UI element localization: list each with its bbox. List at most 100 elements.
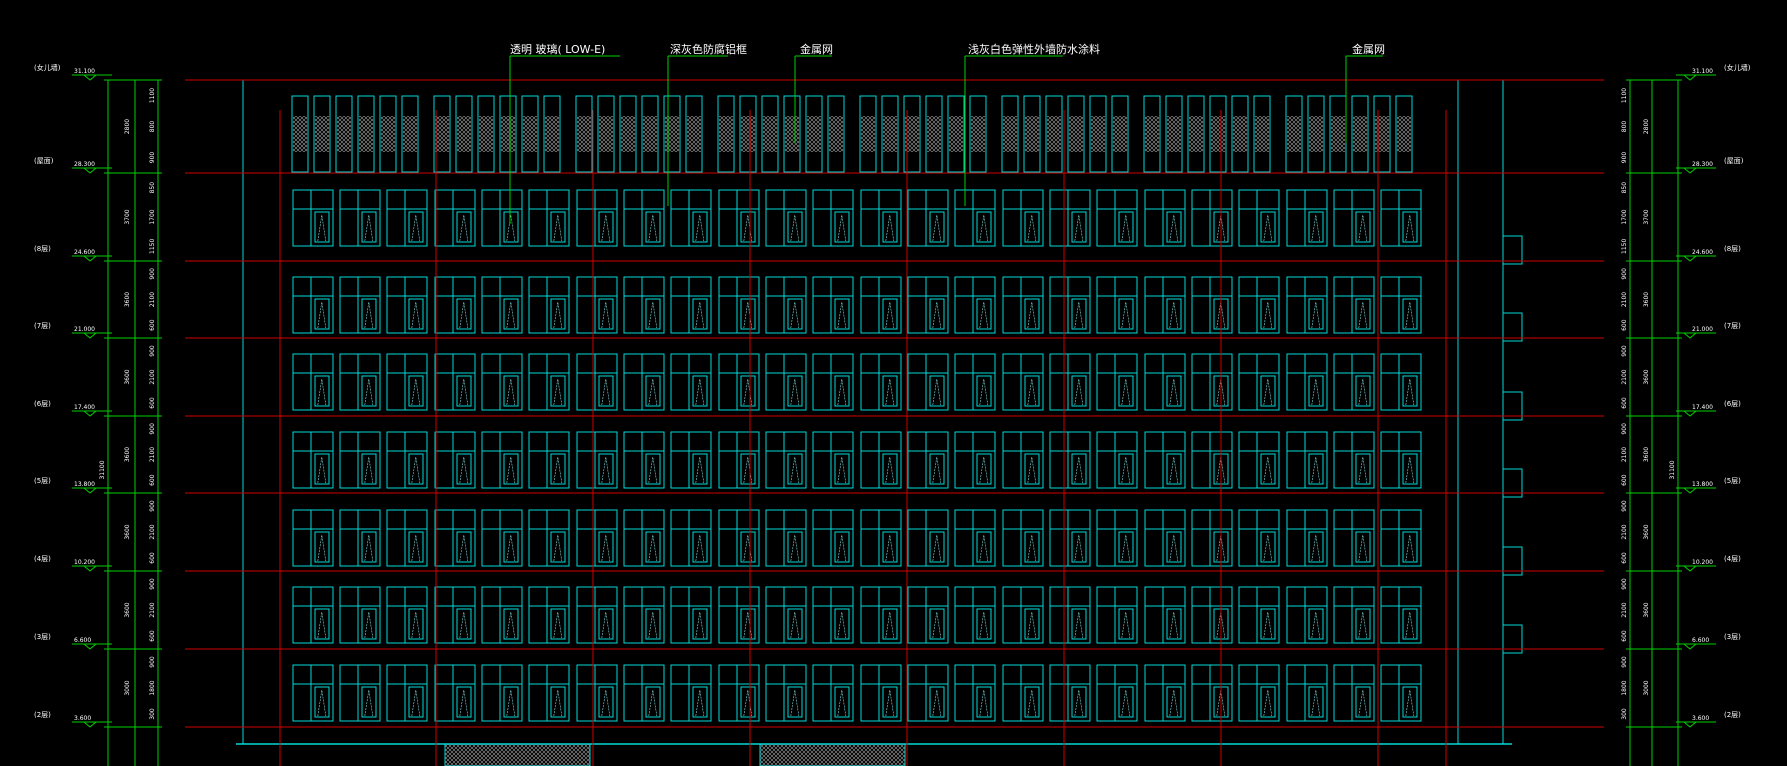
window-unit <box>386 586 428 644</box>
opening-indicator <box>932 214 942 242</box>
opening-indicator <box>932 301 942 329</box>
metal-mesh-panel <box>1287 116 1301 152</box>
window-unit <box>1238 431 1280 489</box>
window-unit <box>954 353 996 411</box>
opening-indicator <box>1169 456 1179 484</box>
opening-indicator <box>364 534 374 562</box>
opening-indicator <box>979 689 989 717</box>
window-sash <box>598 375 614 407</box>
metal-mesh-panel <box>829 116 843 152</box>
opening-indicator <box>1263 456 1273 484</box>
opening-indicator <box>1027 214 1037 242</box>
window-sash <box>882 298 898 330</box>
window-unit <box>292 276 334 334</box>
window-unit <box>907 276 949 334</box>
metal-mesh-panel <box>719 116 733 152</box>
window-unit <box>670 664 712 722</box>
window-unit <box>860 586 902 644</box>
metal-mesh-panel <box>1189 116 1203 152</box>
window-sash <box>408 375 424 407</box>
window-sash <box>598 453 614 485</box>
window-unit <box>1049 353 1091 411</box>
level-name-right: (6层) <box>1724 400 1741 408</box>
window-sash <box>1355 211 1371 243</box>
window-sash <box>361 531 377 563</box>
window-sash <box>550 298 566 330</box>
opening-indicator <box>979 534 989 562</box>
window-unit <box>860 276 902 334</box>
opening-indicator <box>1263 689 1273 717</box>
parapet-louvre <box>619 95 637 173</box>
detail-dim-label-right: 900 <box>1621 152 1628 164</box>
opening-indicator <box>1358 534 1368 562</box>
window-sash <box>1355 375 1371 407</box>
opening-indicator <box>790 301 800 329</box>
window-sash <box>834 686 850 718</box>
opening-indicator <box>459 534 469 562</box>
storey-height-label-left: 3600 <box>124 524 131 539</box>
parapet-louvre <box>1165 95 1183 173</box>
window-sash <box>882 686 898 718</box>
window-sash <box>503 453 519 485</box>
opening-indicator <box>932 378 942 406</box>
window-sash <box>1308 531 1324 563</box>
metal-mesh-panel <box>949 116 963 152</box>
detail-dim-label-right: 900 <box>1621 500 1628 512</box>
opening-indicator <box>506 689 516 717</box>
detail-dim-label-right: 900 <box>1621 268 1628 280</box>
window-sash <box>976 375 992 407</box>
window-sash <box>1118 453 1134 485</box>
callout-label: 深灰色防腐铝框 <box>670 42 747 56</box>
metal-mesh-panel <box>687 116 701 152</box>
window-sash <box>1166 686 1182 718</box>
storey-height-label-right: 3600 <box>1643 447 1650 462</box>
detail-dim-label-left: 2100 <box>149 447 156 462</box>
window-sash <box>1355 453 1371 485</box>
window-sash <box>1071 608 1087 640</box>
window-sash <box>1308 298 1324 330</box>
window-sash <box>1260 531 1276 563</box>
window-unit <box>1191 189 1233 247</box>
metal-mesh-panel <box>1145 116 1159 152</box>
parapet-louvre <box>1351 95 1369 173</box>
metal-mesh-panel <box>1255 116 1269 152</box>
opening-indicator <box>1121 214 1131 242</box>
window-sash <box>1260 608 1276 640</box>
metal-mesh-panel <box>905 116 919 152</box>
window-sash <box>645 531 661 563</box>
level-name-left: (5层) <box>34 477 51 485</box>
window-sash <box>787 531 803 563</box>
storey-height-label-right: 3600 <box>1643 369 1650 384</box>
storey-height-label-left: 3600 <box>124 369 131 384</box>
opening-indicator <box>411 378 421 406</box>
window-unit <box>718 189 760 247</box>
window-unit <box>1144 276 1186 334</box>
opening-indicator <box>1121 611 1131 639</box>
window-sash <box>1071 686 1087 718</box>
opening-indicator <box>553 534 563 562</box>
window-sash <box>1355 298 1371 330</box>
window-sash <box>1402 375 1418 407</box>
window-sash <box>1024 298 1040 330</box>
detail-dim-label-left: 2100 <box>149 602 156 617</box>
parapet-louvre <box>1143 95 1161 173</box>
window-sash <box>1166 453 1182 485</box>
window-sash <box>1355 686 1371 718</box>
window-sash <box>598 211 614 243</box>
level-elevation-right: 17.400 <box>1692 404 1713 411</box>
parapet-louvre <box>313 95 331 173</box>
window-sash <box>1166 211 1182 243</box>
detail-dim-label-right: 600 <box>1621 319 1628 331</box>
opening-indicator <box>648 534 658 562</box>
opening-indicator <box>1358 301 1368 329</box>
metal-mesh-panel <box>501 116 515 152</box>
parapet-louvre <box>969 95 987 173</box>
parapet-louvre <box>1111 95 1129 173</box>
window-sash <box>882 211 898 243</box>
window-unit <box>1286 664 1328 722</box>
parapet-louvre <box>575 95 593 173</box>
window-sash <box>1166 608 1182 640</box>
window-sash <box>1260 375 1276 407</box>
parapet-louvre <box>903 95 921 173</box>
window-sash <box>503 211 519 243</box>
